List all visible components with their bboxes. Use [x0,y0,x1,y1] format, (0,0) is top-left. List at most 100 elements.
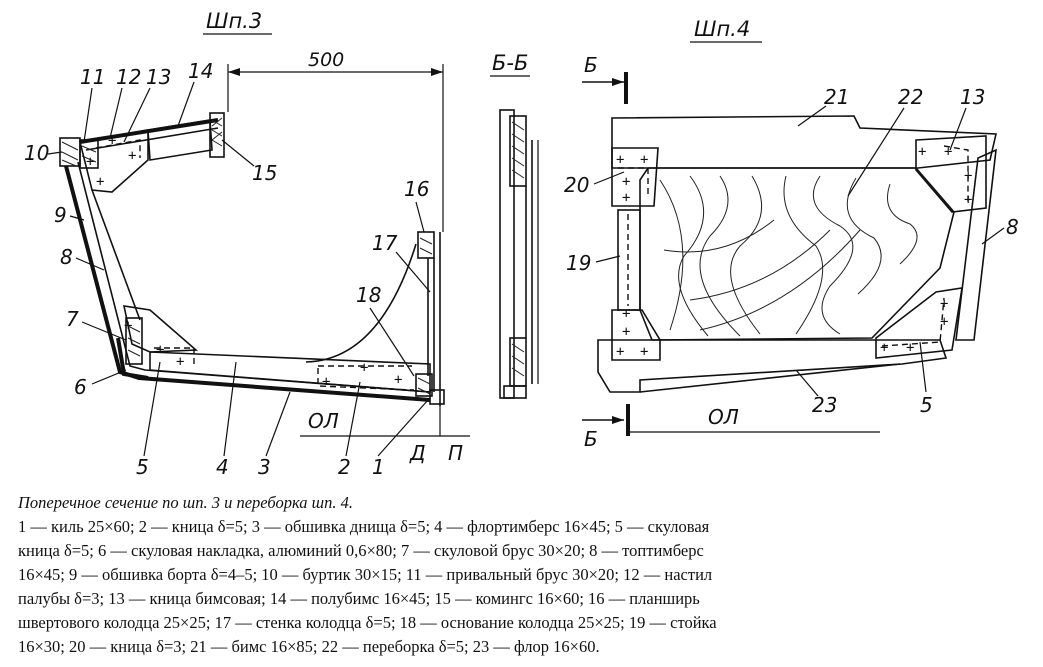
cut-mark-top: Б [584,53,598,77]
callout-7: 7 [66,307,79,331]
callout-5-sp4: 5 [920,393,933,417]
centerboard-arc [305,243,417,363]
callout-2: 2 [338,455,351,479]
knee-20-top [611,147,659,207]
section-bb: Б-Б [490,51,539,399]
section-title-bb: Б-Б [492,51,528,75]
caption-line: швертового колодца 25×25; 17 — стенка ко… [18,613,717,632]
beam-knee-13-sp4 [915,135,987,213]
grain [846,177,882,295]
callout-11: 11 [80,65,105,89]
knee-20-bottom [611,309,661,361]
callout-6: 6 [74,375,87,399]
leader-line [47,151,63,155]
leader-line [221,139,255,167]
well-cap-hatch [419,237,433,255]
rivet-mark: + [176,354,184,370]
waterline-label-right: ОЛ [708,405,739,429]
leader-line [177,81,195,127]
top-timber-inner [91,189,141,321]
callout-1: 1 [372,455,385,479]
dim-arrow-left [228,68,240,76]
well-base-hatch [417,377,431,395]
leader-line [847,107,905,197]
leader-line [949,107,967,151]
leader-line [91,369,127,385]
rivet-mark: + [640,344,648,360]
floor-bottom [639,363,901,393]
rivet-mark: + [940,296,948,312]
beam-knee-13 [79,129,149,193]
callout-8: 8 [60,245,73,269]
leader-line [797,105,827,127]
grain [678,175,709,337]
station-d: Д [409,441,426,465]
callouts-sp3: 1 2 3 4 5 6 7 8 9 10 11 12 13 1 [24,59,431,479]
top-timber-8 [955,148,997,341]
chine-hatch [127,325,141,357]
rivet-mark: + [622,324,630,340]
rivet-mark: + [156,342,164,358]
knee-2-dash [317,368,415,391]
rivet-mark: + [622,190,630,206]
leader-line [369,307,415,377]
bb-post-bottom [509,337,527,387]
chine-knee-5 [122,305,199,353]
station-p: П [448,441,463,465]
well-cap-16 [417,231,435,259]
caption-line: кница δ=5; 6 — скуловая накладка, алюмин… [18,541,704,560]
leader-line [919,341,927,393]
clamp-hatch [81,145,97,163]
callout-10: 10 [24,141,49,165]
leader-line [345,381,361,457]
rivet-mark: + [128,148,136,164]
callout-5: 5 [136,455,149,479]
floor-timber-4 [149,351,431,393]
grain [730,175,763,335]
knee-dash [95,139,141,158]
bb-keel [503,385,527,399]
callout-12: 12 [116,65,141,89]
knee-5-dash [881,297,945,347]
grain [812,175,854,335]
rivet-mark: + [880,340,888,356]
dim-arrow-right [431,68,443,76]
leader-line [143,361,161,457]
callout-19: 19 [566,251,591,275]
beam-21 [611,115,997,169]
technical-drawing: Шп.3 500 [24,9,1019,479]
rivet-mark: + [944,144,952,160]
figure-caption: Поперечное сечение по шп. 3 и переборка … [18,491,1030,659]
chine-knee-5-sp4 [875,287,963,359]
grain [699,175,741,337]
leader-line [595,255,621,263]
waterline-label-left: ОЛ [308,409,339,433]
leader-line [593,171,625,185]
stanchion-19 [617,209,641,311]
leader-line [69,215,85,221]
caption-line: 16×30; 20 — кница δ=3; 21 — бимс 16×85; … [18,637,600,656]
bb-top-hatch [511,121,525,179]
leader-line [415,201,425,233]
well-base-18 [415,373,433,397]
callout-8-sp4: 8 [1006,215,1019,239]
callout-16: 16 [404,177,429,201]
rivet-mark: + [622,306,630,322]
section-sp3: Шп.3 500 [24,9,470,479]
caption-line: 1 — киль 25×60; 2 — кница δ=5; 3 — обшив… [18,517,710,536]
arrow-head [612,416,624,424]
clamp-11 [79,139,99,169]
leader-line [223,361,237,457]
rivet-mark: + [622,174,630,190]
section-title-sp3: Шп.3 [206,9,262,33]
rivet-mark: + [360,360,368,376]
section-sp4: Шп.4 Б Б [564,17,1019,451]
leader-line [81,321,127,341]
arrow-head [612,78,624,86]
callout-20: 20 [564,173,589,197]
half-beam-14 [147,119,213,161]
callout-18: 18 [356,283,381,307]
rivet-mark: + [108,133,116,149]
leader-line [795,369,819,397]
